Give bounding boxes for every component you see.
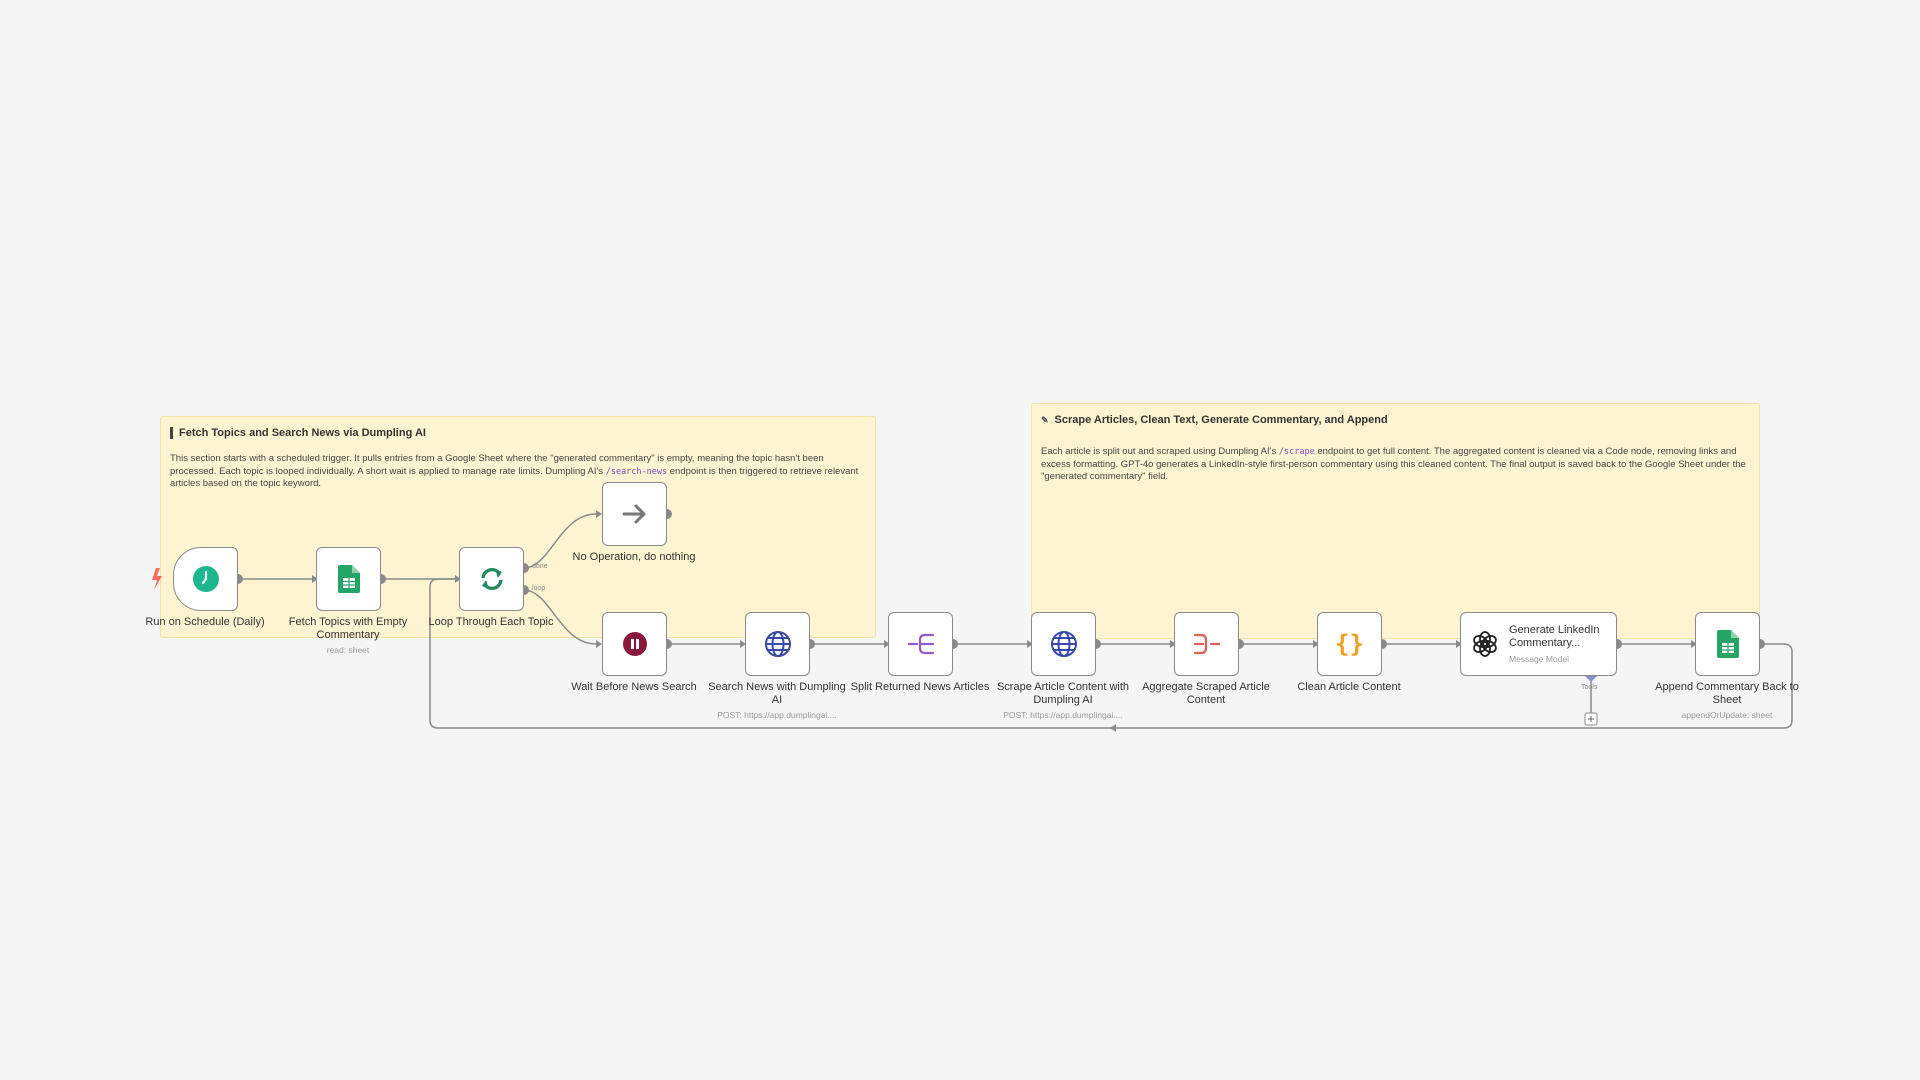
connection-loop-noop (523, 513, 597, 569)
node-label: No Operation, do nothing (572, 551, 696, 563)
node-label: Wait Before News Search (571, 681, 697, 693)
globe-icon (764, 631, 791, 657)
sticky-note-title: ✎ Scrape Articles, Clean Text, Generate … (1041, 414, 1388, 426)
clock-icon (192, 566, 219, 592)
arrowhead (1027, 640, 1033, 648)
node-subtitle: Message Model (1509, 654, 1570, 664)
arrowhead (1313, 640, 1319, 648)
node-run-on-schedule[interactable] (173, 547, 238, 611)
sticky-note-scrape-articles[interactable]: ✎ Scrape Articles, Clean Text, Generate … (1031, 403, 1760, 639)
sticky-bar-icon (170, 427, 173, 439)
pause-icon (622, 632, 647, 656)
aggregate-icon (1193, 633, 1220, 655)
node-aggregate-content[interactable] (1174, 612, 1239, 676)
google-sheets-icon (337, 565, 360, 593)
arrow-right-icon (622, 504, 645, 524)
node-fetch-topics[interactable] (316, 547, 381, 611)
arrowhead (1170, 640, 1176, 648)
node-label: Run on Schedule (Daily) (145, 616, 265, 628)
arrowhead (1691, 640, 1697, 648)
sticky-note-body: Each article is split out and scraped us… (1041, 446, 1746, 483)
node-clean-content[interactable]: {} (1317, 612, 1382, 676)
node-split-articles[interactable] (888, 612, 953, 676)
sticky-note-body: This section starts with a scheduled tri… (170, 453, 859, 490)
google-sheets-icon (1716, 630, 1739, 658)
node-subtitle: POST: https://app.dumplingai.... (1003, 710, 1123, 720)
node-label: Fetch Topics with Empty Commentary (288, 616, 408, 641)
node-append-to-sheet[interactable] (1695, 612, 1760, 676)
arrowhead (884, 640, 890, 648)
node-label: Search News with Dumpling AI (708, 681, 846, 706)
port-label-loop: loop (532, 585, 546, 592)
arrowhead (1110, 724, 1116, 732)
connection-loop-wait (523, 589, 597, 645)
pencil-icon: ✎ (1041, 414, 1049, 425)
loop-arrows-icon (480, 568, 503, 590)
node-generate-commentary[interactable]: Generate LinkedIn Commentary... Message … (1460, 612, 1617, 676)
node-subtitle: read: sheet (326, 645, 370, 655)
code-braces-icon: {} (1335, 630, 1364, 658)
node-label: Clean Article Content (1297, 681, 1401, 693)
node-label: Split Returned News Articles (850, 681, 990, 693)
arrowhead (312, 575, 318, 583)
globe-icon (1050, 631, 1077, 657)
arrowhead (596, 510, 602, 518)
node-no-operation[interactable] (602, 482, 667, 546)
node-label: Generate LinkedIn Commentary... (1509, 624, 1600, 649)
arrowhead (455, 575, 461, 583)
node-text: Generate LinkedIn Commentary... Message … (1509, 624, 1609, 664)
node-search-news[interactable] (745, 612, 810, 676)
arrowhead (740, 640, 746, 648)
node-wait[interactable] (602, 612, 667, 676)
arrowhead (1456, 640, 1462, 648)
node-label: Append Commentary Back to Sheet (1655, 681, 1799, 706)
sticky-note-title: Fetch Topics and Search News via Dumplin… (170, 427, 866, 439)
add-tool-plus-icon (1584, 712, 1598, 726)
arrowhead (596, 640, 602, 648)
node-label: Loop Through Each Topic (428, 616, 554, 628)
port-label-tools: Tools (1581, 684, 1598, 691)
trigger-bolt-icon (152, 568, 162, 590)
node-loop-each-topic[interactable] (459, 547, 524, 611)
openai-icon (1473, 631, 1497, 657)
node-scrape-article[interactable] (1031, 612, 1096, 676)
node-subtitle: POST: https://app.dumplingai.... (717, 710, 837, 720)
node-label: Scrape Article Content with Dumpling AI (996, 681, 1130, 706)
port-label-done: done (532, 563, 548, 570)
split-icon (907, 633, 934, 655)
node-label: Aggregate Scraped Article Content (1142, 681, 1270, 706)
node-subtitle: appendOrUpdate: sheet (1681, 710, 1773, 720)
